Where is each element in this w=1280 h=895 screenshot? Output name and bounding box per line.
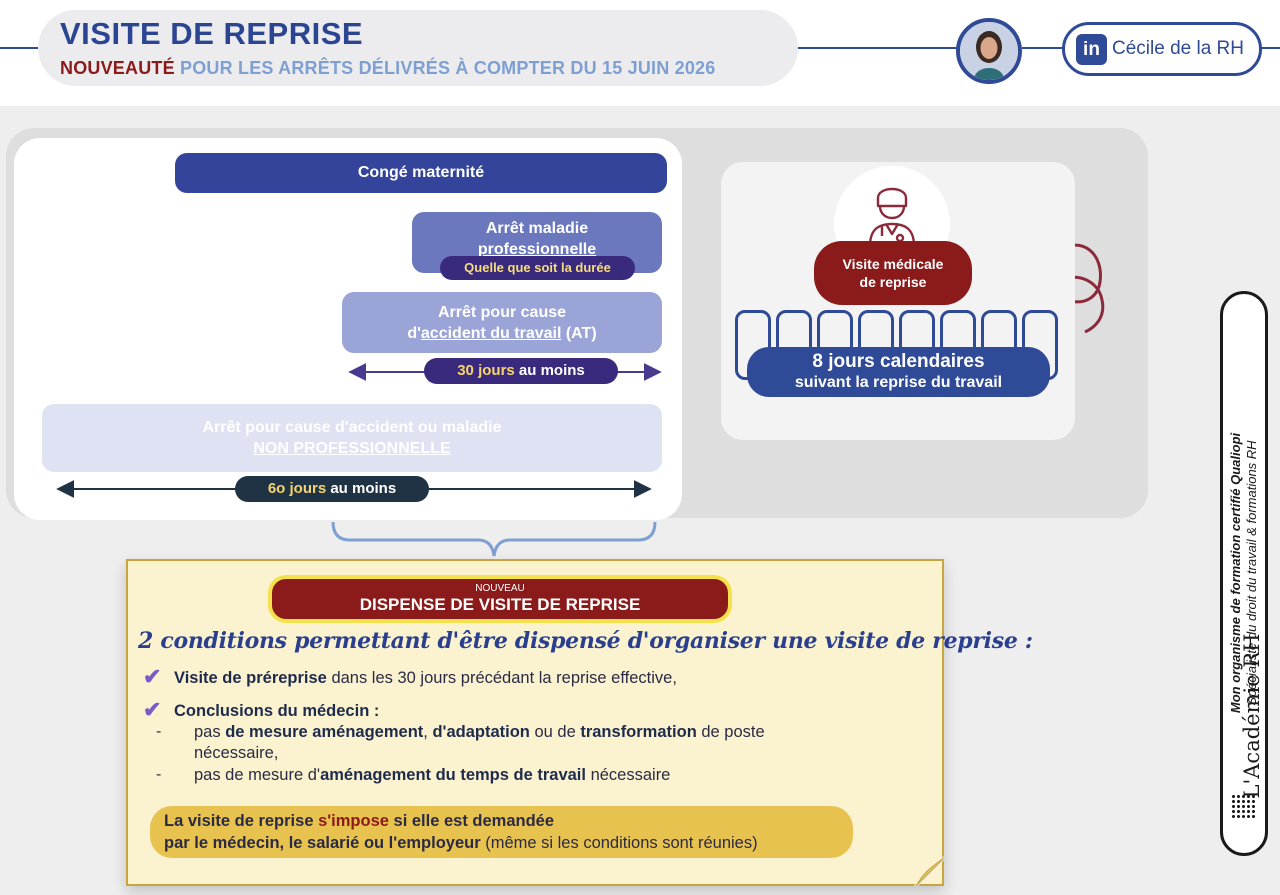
visite-medicale-pill: Visite médicale de reprise: [814, 241, 972, 305]
dispense-badge-title: DISPENSE DE VISITE DE REPRISE: [359, 595, 641, 614]
bar-at-line2: d'accident du travail (AT): [342, 323, 662, 344]
impose-text: La visite de reprise s'impose si elle es…: [164, 810, 758, 854]
jours-line2: suivant la reprise du travail: [794, 374, 1003, 391]
visite-line1: Visite médicale: [842, 256, 944, 272]
sub-condition-1-line2: nécessaire,: [194, 744, 279, 762]
sub1-c: ,: [423, 723, 433, 741]
sub2-a: pas de mesure d': [194, 766, 321, 784]
tag-30-rest: au moins: [514, 362, 585, 379]
page-curl-corner: [914, 856, 945, 887]
linkedin-author-name: Cécile de la RH: [1112, 38, 1244, 59]
dispense-badge-small: NOUVEAU: [475, 583, 525, 594]
bar-non-pro-line1: Arrêt pour cause d'accident ou maladie: [202, 419, 502, 436]
condition-2-bold: Conclusions du médecin :: [174, 702, 380, 720]
subtitle-emphasis: NOUVEAUTÉ: [60, 58, 175, 78]
impose-line2: par le médecin, le salarié ou l'employeu…: [164, 832, 758, 854]
academie-logo-text: L'Académie RH: [1240, 633, 1264, 799]
jours-line1: 8 jours calendaires: [812, 351, 985, 372]
check-icon: ✔: [143, 697, 162, 722]
condition-1-bold: Visite de préreprise: [174, 669, 327, 687]
avatar: [956, 18, 1022, 84]
bar-conge-maternite: Congé maternité: [175, 153, 667, 193]
sub2-c: nécessaire: [585, 766, 671, 784]
tag-60-rest: au moins: [326, 480, 397, 497]
check-icon: ✔: [143, 664, 162, 689]
bar-at-prefix: d': [407, 324, 421, 342]
header-rule-left: [0, 47, 40, 49]
sub1-b: de mesure aménagement: [225, 723, 424, 741]
sub-condition-1: pas de mesure aménagement, d'adaptation …: [194, 723, 765, 742]
visite-line2: de reprise: [859, 274, 927, 290]
bar-maladie-pro-line2: professionnelle: [477, 240, 597, 258]
sub1-f: transformation: [580, 723, 697, 741]
impose-b: s'impose: [318, 812, 389, 830]
subtitle-rest: POUR LES ARRÊTS DÉLIVRÉS À COMPTER DU 15…: [180, 58, 716, 78]
bar-at-line1: Arrêt pour cause: [437, 303, 567, 321]
sub-condition-2: pas de mesure d'aménagement du temps de …: [194, 766, 670, 785]
sub1-g: de poste: [696, 723, 765, 741]
tag-60-jours: 6o jours au moins: [235, 476, 429, 502]
impose-line1: La visite de reprise s'impose si elle es…: [164, 810, 758, 832]
impose-d: par le médecin, le salarié ou l'employeu…: [164, 834, 481, 852]
title-pill: [38, 10, 798, 86]
bar-maladie-pro-line1: Arrêt maladie: [485, 219, 589, 237]
bracket-connector: [331, 521, 657, 557]
conditions-title: 2 conditions permettant d'être dispensé …: [138, 628, 1033, 654]
tag-60-value: 6o jours: [267, 480, 327, 497]
impose-callout: [150, 806, 853, 858]
sub2-b: aménagement du temps de travail: [320, 766, 586, 784]
bar-conge-maternite-label: Congé maternité: [357, 164, 485, 181]
header-rule-mid2: [1022, 47, 1064, 49]
impose-e: (même si les conditions sont réunies): [480, 834, 758, 852]
condition-2: Conclusions du médecin :: [174, 702, 379, 721]
impose-a: La visite de reprise: [164, 812, 319, 830]
linkedin-icon: in: [1076, 34, 1107, 65]
bar-arret-accident-travail: Arrêt pour cause d'accident du travail (…: [342, 292, 662, 353]
tag-quelle-que-soit-duree: Quelle que soit la durée: [440, 256, 635, 280]
dash-bullet: -: [156, 766, 162, 783]
bar-non-pro-line2: NON PROFESSIONNELLE: [253, 440, 451, 457]
bar-at-underlined: accident du travail: [420, 324, 562, 342]
page-subtitle: NOUVEAUTÉ POUR LES ARRÊTS DÉLIVRÉS À COM…: [60, 58, 715, 79]
academie-logo-dots-icon: [1231, 794, 1255, 818]
impose-c: si elle est demandée: [388, 812, 555, 830]
sub1-a: pas: [194, 723, 226, 741]
header-rule-right: [1260, 47, 1280, 49]
condition-1: Visite de préreprise dans les 30 jours p…: [174, 669, 677, 688]
dash-bullet: -: [156, 723, 162, 740]
sub1-e: ou de: [529, 723, 581, 741]
qualiopi-badge: [1220, 291, 1268, 856]
sub1-d: d'adaptation: [432, 723, 530, 741]
tag-30-jours: 30 jours au moins: [424, 358, 618, 384]
jours-calendaires-pill: 8 jours calendaires suivant la reprise d…: [747, 347, 1050, 397]
tag-30-value: 30 jours: [457, 362, 515, 379]
bar-at-suffix: (AT): [561, 324, 597, 342]
header-rule-mid: [796, 47, 958, 49]
condition-1-rest: dans les 30 jours précédant la reprise e…: [326, 669, 677, 687]
bar-non-professionnelle: Arrêt pour cause d'accident ou maladie N…: [42, 404, 662, 472]
dispense-badge: NOUVEAU DISPENSE DE VISITE DE REPRISE: [268, 575, 732, 623]
page-title: VISITE DE REPRISE: [60, 16, 364, 51]
